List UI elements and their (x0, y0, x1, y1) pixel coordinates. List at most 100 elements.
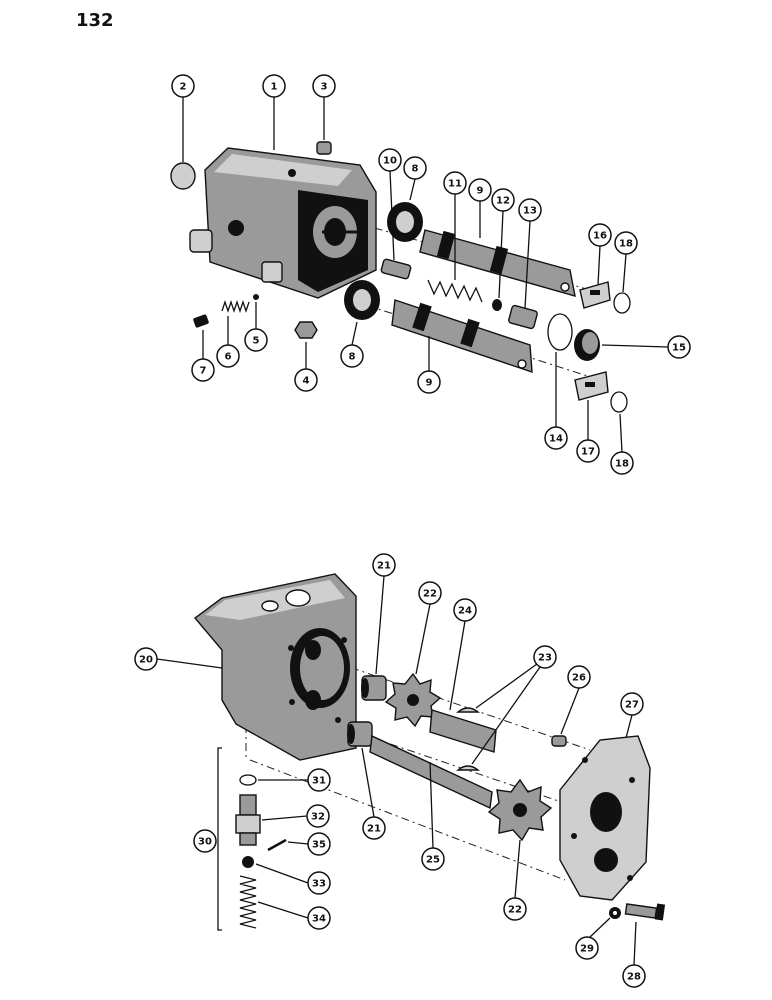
callout-number: 15 (672, 343, 686, 354)
callout-circle (294, 368, 318, 392)
callout-circle (216, 344, 240, 368)
pin-part-35 (267, 838, 287, 852)
o-ring-part-14 (547, 313, 573, 351)
callout-number: 4 (303, 376, 310, 387)
spool-part-9-upper (419, 229, 576, 297)
cover-part-27 (559, 735, 651, 901)
callout-circle (418, 581, 442, 605)
callout-26: 26 (567, 665, 591, 689)
callout-number: 7 (200, 366, 207, 377)
callout-circle (421, 847, 445, 871)
callout-13: 13 (518, 198, 542, 222)
callout-number: 28 (627, 972, 641, 983)
callout-circle (491, 188, 515, 212)
callout-30: 30 (193, 829, 217, 853)
bushing-part-21-upper (361, 675, 387, 701)
callout-6: 6 (216, 344, 240, 368)
callout-circle (340, 344, 364, 368)
callout-18: 18 (610, 451, 634, 475)
callout-number: 31 (312, 776, 326, 787)
bolt-part-28 (624, 903, 666, 921)
callout-number: 11 (448, 179, 462, 190)
callout-circle (576, 439, 600, 463)
seal-part-8-lower (344, 280, 380, 320)
plunger-part-10 (380, 258, 412, 280)
callout-circle (312, 74, 336, 98)
valve-body-part-1 (189, 147, 377, 299)
bushing-part-21-lower (347, 721, 373, 747)
callout-circle (193, 829, 217, 853)
callout-number: 18 (615, 459, 629, 470)
callout-number: 10 (383, 156, 397, 167)
pump-assembly (193, 573, 666, 931)
callout-number: 34 (312, 914, 326, 925)
cap-part-15 (574, 329, 600, 361)
callout-number: 17 (581, 447, 595, 458)
leader-lines (156, 97, 669, 966)
ball-part-5 (253, 294, 259, 300)
callout-9: 9 (468, 178, 492, 202)
callout-circle (262, 74, 286, 98)
callout-2: 2 (171, 74, 195, 98)
callout-20: 20 (134, 647, 158, 671)
callout-number: 22 (423, 589, 437, 600)
valve-assembly (170, 141, 631, 413)
spring-part-34 (239, 875, 257, 929)
callout-8: 8 (340, 344, 364, 368)
callout-number: 32 (311, 812, 325, 823)
gear-part-22-upper (384, 672, 442, 728)
callout-circle (544, 426, 568, 450)
callout-21: 21 (362, 816, 386, 840)
callout-5: 5 (244, 328, 268, 352)
callout-number: 23 (538, 653, 552, 664)
callout-circle (307, 906, 331, 930)
callout-circle (403, 156, 427, 180)
callout-circle (518, 198, 542, 222)
callout-number: 6 (225, 352, 232, 363)
plug-part-2 (170, 162, 196, 190)
callout-number: 2 (180, 82, 187, 93)
callout-circle (453, 598, 477, 622)
spool-part-9-lower (391, 299, 533, 373)
callout-number: 9 (477, 186, 484, 197)
callout-35: 35 (307, 832, 331, 856)
callout-15: 15 (667, 335, 691, 359)
callout-number: 9 (426, 378, 433, 389)
callout-circle (533, 645, 557, 669)
callout-9: 9 (417, 370, 441, 394)
callout-circle (372, 553, 396, 577)
callout-number: 1 (271, 82, 278, 93)
callout-circle (575, 936, 599, 960)
callout-number: 30 (198, 837, 212, 848)
plate-part-16 (579, 281, 611, 309)
callout-21: 21 (372, 553, 396, 577)
callout-4: 4 (294, 368, 318, 392)
callout-circle (610, 451, 634, 475)
callout-27: 27 (620, 692, 644, 716)
callout-circle (614, 231, 638, 255)
spring-part-6 (221, 299, 250, 314)
callout-11: 11 (443, 171, 467, 195)
fitting-part-32 (235, 794, 261, 846)
callout-number: 21 (367, 824, 381, 835)
callout-31: 31 (307, 768, 331, 792)
callout-29: 29 (575, 936, 599, 960)
key-part-23-lower (456, 765, 480, 771)
o-ring-part-31 (239, 774, 257, 786)
callout-circle (244, 328, 268, 352)
callout-circle (378, 148, 402, 172)
callout-12: 12 (491, 188, 515, 212)
callout-number: 5 (253, 336, 260, 347)
callout-number: 22 (508, 905, 522, 916)
relief-valve-group-bracket (217, 747, 222, 931)
callout-number: 8 (349, 352, 356, 363)
callout-number: 20 (139, 655, 153, 666)
callout-24: 24 (453, 598, 477, 622)
spring-part-11 (427, 279, 483, 303)
callout-circle (620, 692, 644, 716)
callout-22: 22 (503, 897, 527, 921)
plate-part-17 (574, 371, 609, 401)
callout-28: 28 (622, 964, 646, 988)
